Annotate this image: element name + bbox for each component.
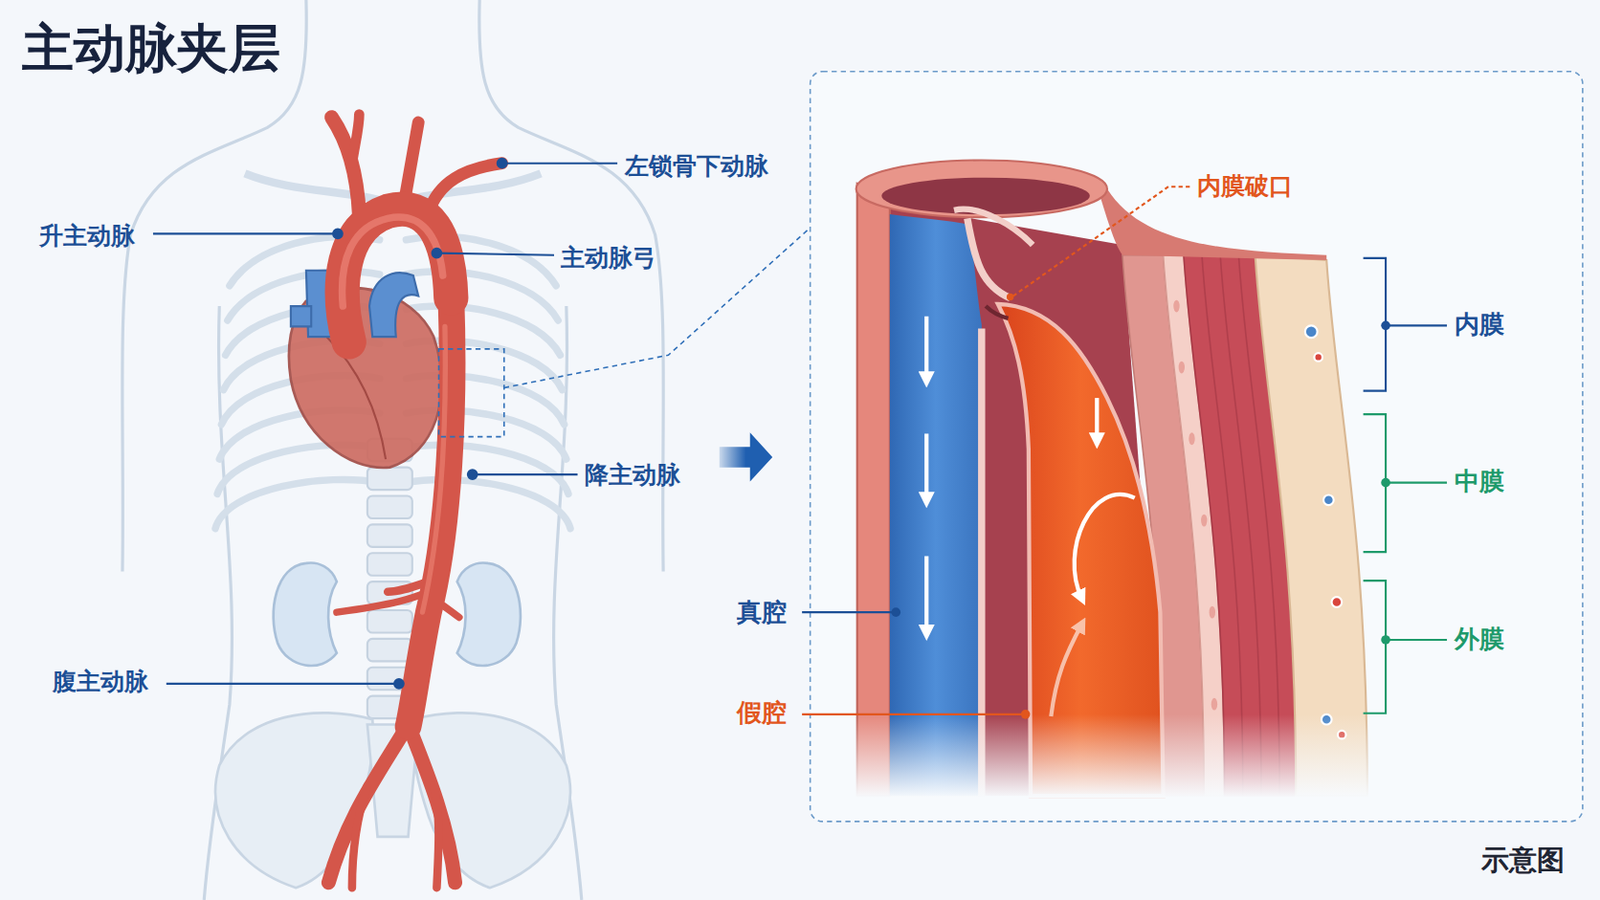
part-label: 降主动脉 xyxy=(584,461,681,490)
pelvis xyxy=(215,712,571,889)
part-label: 左锁骨下动脉 xyxy=(624,152,769,181)
part-label: 内膜破口 xyxy=(1197,172,1293,201)
part-label: 外膜 xyxy=(1454,624,1505,655)
part-label: 内膜 xyxy=(1454,310,1505,340)
vertebra xyxy=(367,553,413,576)
zoom-box xyxy=(439,349,505,438)
vertebra xyxy=(367,496,413,519)
zoom-line xyxy=(504,229,809,388)
aorta xyxy=(328,113,502,889)
zoom-arrow xyxy=(719,432,773,482)
ribcage xyxy=(215,237,571,530)
part-label: 升主动脉 xyxy=(39,222,135,251)
vertebra xyxy=(367,467,413,490)
part-label: 假腔 xyxy=(736,698,787,729)
detail-panel xyxy=(810,71,1583,823)
body-outline xyxy=(122,0,664,900)
vertebra xyxy=(367,610,413,633)
part-label: 中膜 xyxy=(1454,466,1505,497)
leader-lines xyxy=(801,186,1447,719)
aorta-cross-section xyxy=(846,160,1378,800)
note: 示意图 xyxy=(1481,844,1565,878)
rib xyxy=(405,479,571,529)
kidneys xyxy=(273,563,521,667)
part-label: 腹主动脉 xyxy=(52,667,149,697)
rib xyxy=(215,479,380,529)
vertebra xyxy=(367,639,413,662)
title: 主动脉夹层 xyxy=(22,20,281,77)
vertebra xyxy=(367,524,413,547)
leader-lines xyxy=(153,158,618,689)
part-label: 主动脉弓 xyxy=(560,244,657,273)
part-label: 真腔 xyxy=(736,598,787,628)
heart xyxy=(288,270,443,468)
